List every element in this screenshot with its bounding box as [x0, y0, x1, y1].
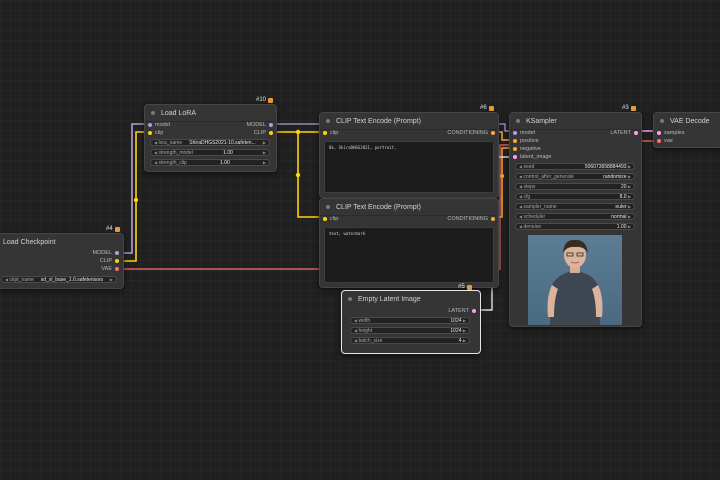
reroute-dot: [295, 129, 301, 135]
slot-model-dot[interactable]: [148, 123, 152, 127]
node-title: Load Checkpoint: [3, 238, 56, 246]
node-header[interactable]: Load Checkpoint: [0, 234, 123, 250]
node-title: KSampler: [526, 117, 557, 125]
input-latent-image[interactable]: latent_image: [513, 154, 552, 160]
widget-sampler-name[interactable]: ◀ sampler_name euler ▶: [515, 203, 635, 210]
widget-width[interactable]: ◀ width 1024 ▶: [350, 317, 470, 324]
pin-icon: [630, 105, 636, 111]
pin-icon: [114, 226, 120, 232]
node-header[interactable]: CLIP Text Encode (Prompt): [320, 113, 498, 130]
node-header[interactable]: Empty Latent Image: [342, 291, 480, 307]
collapse-dot-icon[interactable]: [151, 111, 155, 115]
collapse-dot-icon[interactable]: [326, 119, 330, 123]
reroute-dot: [133, 197, 139, 203]
node-ksampler[interactable]: KSampler model positive negative latent_…: [509, 112, 642, 327]
prompt-textarea[interactable]: 8k, ShiraDHGS2021, portrait,: [324, 141, 494, 193]
collapse-dot-icon[interactable]: [326, 205, 330, 209]
output-vae[interactable]: VAE: [101, 266, 119, 272]
prompt-textarea[interactable]: text, watermark: [324, 227, 494, 283]
widget-strength-model[interactable]: ◀ strength_model 1.00 ▶: [150, 149, 270, 156]
collapse-dot-icon[interactable]: [660, 119, 664, 123]
widget-height[interactable]: ◀ height 1024 ▶: [350, 327, 470, 334]
node-id-badge: #3: [622, 105, 636, 111]
wire-clip-checkpoint-lora: [120, 131, 147, 262]
slot-latent-dot[interactable]: [513, 155, 517, 159]
input-model[interactable]: model: [148, 122, 170, 128]
widget-denoise[interactable]: ◀ denoise 1.00 ▶: [515, 223, 635, 230]
node-title: Load LoRA: [161, 109, 197, 117]
slot-vae-dot[interactable]: [657, 139, 661, 143]
input-positive[interactable]: positive: [513, 138, 539, 144]
reroute-dot: [499, 173, 505, 179]
input-model[interactable]: model: [513, 130, 535, 136]
input-vae[interactable]: vae: [657, 138, 673, 144]
node-load-lora[interactable]: Load LoRA model clip MODEL CLIP ◀ lora_n…: [144, 104, 277, 172]
output-clip[interactable]: CLIP: [254, 130, 273, 136]
slot-model-dot[interactable]: [269, 123, 273, 127]
node-header[interactable]: KSampler: [510, 113, 641, 130]
pin-icon: [466, 284, 472, 290]
node-title: CLIP Text Encode (Prompt): [336, 117, 421, 125]
slot-model-dot[interactable]: [115, 251, 119, 255]
node-title: VAE Decode: [670, 117, 710, 125]
node-id-badge: #5: [458, 284, 472, 290]
slot-conditioning-dot[interactable]: [513, 147, 517, 151]
node-title: Empty Latent Image: [358, 295, 421, 303]
output-latent[interactable]: LATENT: [610, 130, 638, 136]
slot-clip-dot[interactable]: [269, 131, 273, 135]
widget-control-after-generate[interactable]: ◀ control_after_generate randomize ▶: [515, 173, 635, 180]
slot-clip-dot[interactable]: [115, 259, 119, 263]
node-id-badge: #10: [256, 97, 274, 103]
output-clip[interactable]: CLIP: [100, 258, 119, 264]
slot-clip-dot[interactable]: [148, 131, 152, 135]
node-clip-text-encode-negative[interactable]: CLIP Text Encode (Prompt) clip CONDITION…: [319, 198, 499, 288]
slot-model-dot[interactable]: [513, 131, 517, 135]
wire-model-checkpoint-lora: [120, 123, 147, 254]
slot-vae-dot[interactable]: [115, 267, 119, 271]
slot-clip-dot[interactable]: [323, 217, 327, 221]
slot-conditioning-dot[interactable]: [513, 139, 517, 143]
widget-ckpt-name[interactable]: ◀ ckpt_name sd_xl_base_1.0.safetensors ▶: [1, 276, 117, 283]
output-conditioning[interactable]: CONDITIONING: [447, 216, 495, 222]
node-header[interactable]: VAE Decode: [654, 113, 720, 129]
output-conditioning[interactable]: CONDITIONING: [447, 130, 495, 136]
collapse-dot-icon[interactable]: [516, 119, 520, 123]
input-clip[interactable]: clip: [148, 130, 163, 136]
node-header[interactable]: CLIP Text Encode (Prompt): [320, 199, 498, 216]
collapse-dot-icon[interactable]: [348, 297, 352, 301]
input-clip[interactable]: clip: [323, 130, 338, 136]
node-empty-latent-image[interactable]: Empty Latent Image LATENT ◀ width 1024 ▶…: [341, 290, 481, 354]
input-clip[interactable]: clip: [323, 216, 338, 222]
input-samples[interactable]: samples: [657, 130, 684, 136]
output-latent[interactable]: LATENT: [448, 308, 476, 314]
slot-clip-dot[interactable]: [323, 131, 327, 135]
widget-strength-clip[interactable]: ◀ strength_clip 1.00 ▶: [150, 159, 270, 166]
output-model[interactable]: MODEL: [246, 122, 273, 128]
node-title: CLIP Text Encode (Prompt): [336, 203, 421, 211]
slot-latent-dot[interactable]: [657, 131, 661, 135]
node-id-badge: #6: [480, 105, 494, 111]
widget-batch-size[interactable]: ◀ batch_size 4 ▶: [350, 337, 470, 344]
pin-icon: [488, 105, 494, 111]
pin-icon: [268, 97, 274, 103]
preview-image: [528, 235, 622, 325]
node-load-checkpoint[interactable]: Load Checkpoint MODEL CLIP VAE ◀ ckpt_na…: [0, 233, 124, 289]
widget-steps[interactable]: ◀ steps 20 ▶: [515, 183, 635, 190]
slot-latent-dot[interactable]: [472, 309, 476, 313]
widget-cfg[interactable]: ◀ cfg 8.0 ▶: [515, 193, 635, 200]
node-clip-text-encode-positive[interactable]: CLIP Text Encode (Prompt) clip CONDITION…: [319, 112, 499, 198]
widget-lora-name[interactable]: ◀ lora_name ShiraDHGS2021-10.safeten... …: [150, 139, 270, 146]
slot-conditioning-dot[interactable]: [491, 217, 495, 221]
reroute-dot: [295, 172, 301, 178]
input-negative[interactable]: negative: [513, 146, 541, 152]
slot-conditioning-dot[interactable]: [491, 131, 495, 135]
node-vae-decode[interactable]: VAE Decode samples vae: [653, 112, 720, 148]
node-header[interactable]: Load LoRA: [145, 105, 276, 122]
node-id-badge: #4: [106, 226, 120, 232]
widget-seed[interactable]: ◀ seed 506073658884493 ▶: [515, 163, 635, 170]
slot-latent-dot[interactable]: [634, 131, 638, 135]
output-model[interactable]: MODEL: [92, 250, 119, 256]
widget-scheduler[interactable]: ◀ scheduler normal ▶: [515, 213, 635, 220]
